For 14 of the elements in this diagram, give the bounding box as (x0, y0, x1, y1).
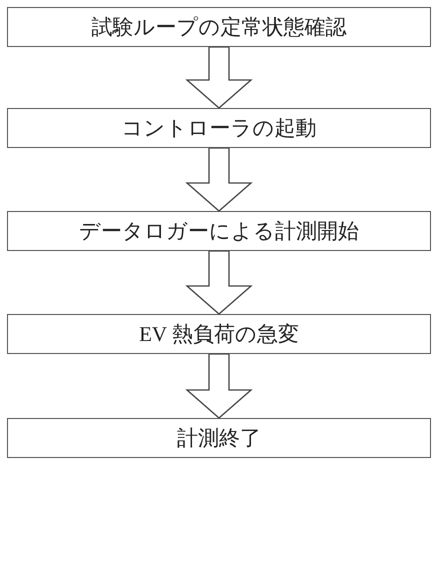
step-label: データロガーによる計測開始 (79, 218, 359, 245)
step-label: 計測終了 (177, 425, 261, 452)
step-label: EV 熱負荷の急変 (139, 321, 299, 348)
step-label: コントローラの起動 (122, 115, 316, 142)
process-box (7, 211, 431, 251)
block-arrow (185, 250, 253, 315)
block-arrow (185, 353, 253, 419)
process-box (7, 418, 431, 458)
process-box (7, 108, 431, 148)
process-box (7, 7, 431, 47)
process-box (7, 314, 431, 354)
step-label: 試験ループの定常状態確認 (92, 14, 346, 41)
block-arrow (185, 147, 253, 212)
block-arrow (185, 46, 253, 109)
